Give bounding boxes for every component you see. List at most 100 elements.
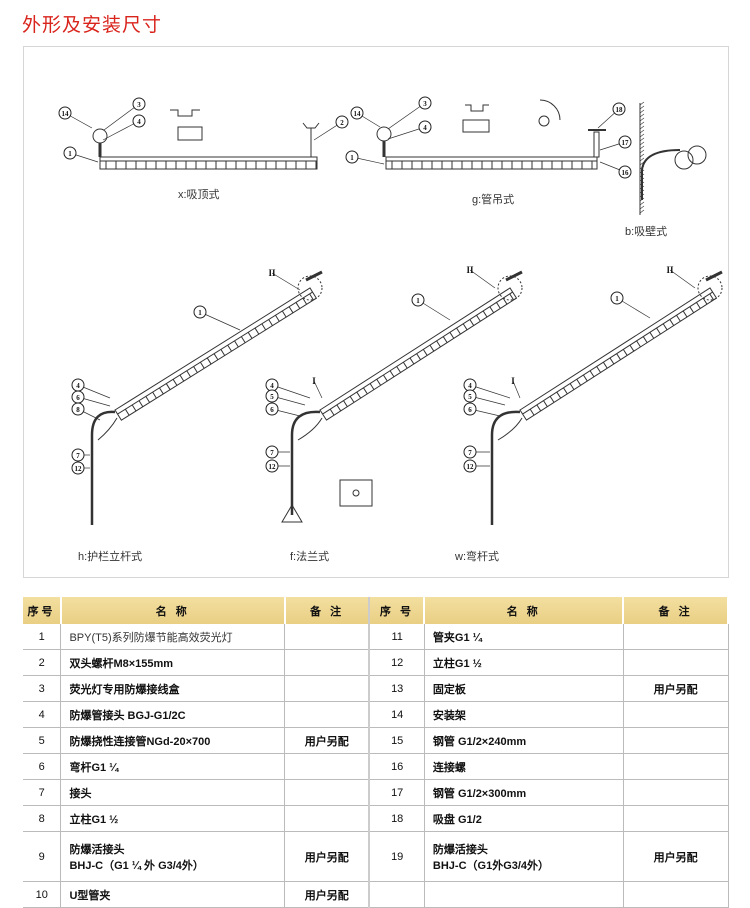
- note-cell: 用户另配: [284, 831, 371, 882]
- seq-cell: [369, 881, 425, 908]
- wall-hatch: [639, 145, 645, 150]
- leader-line: [512, 380, 521, 399]
- lamp-rib: [343, 400, 348, 407]
- note-cell: [623, 727, 729, 754]
- callout-circle: [63, 146, 77, 160]
- lamp-rib: [589, 370, 595, 378]
- lamp-rib: [462, 323, 468, 331]
- lamp-rib: [288, 306, 294, 314]
- line: [117, 291, 313, 415]
- lamp-rib: [356, 391, 362, 399]
- callout-I: I: [511, 376, 515, 386]
- note-cell: [623, 779, 729, 806]
- drawing-frame: [23, 46, 729, 578]
- lamp-rib: [281, 310, 287, 318]
- lamp-rib: [689, 306, 695, 314]
- lamp-rib: [676, 314, 681, 322]
- seq-cell: 15: [369, 727, 425, 754]
- lamp-rib: [363, 387, 368, 395]
- callout-II: II: [666, 265, 674, 275]
- lamp-rib: [254, 327, 260, 335]
- seq-cell: 3: [23, 675, 62, 702]
- name-cell: 固定板: [424, 675, 624, 702]
- lamp-rib: [261, 323, 267, 331]
- lamp-rib: [636, 340, 641, 348]
- lamp-rib: [682, 310, 688, 318]
- lamp-rib: [124, 408, 130, 416]
- wall-hatch: [639, 113, 645, 118]
- lamp-rib: [206, 357, 212, 365]
- pipe-end: [705, 270, 723, 282]
- note-cell: [623, 701, 729, 728]
- note-cell: 用户另配: [284, 881, 371, 908]
- lamp-rib: [199, 361, 205, 369]
- callout-3: 3: [137, 101, 141, 109]
- callout-12: 12: [467, 463, 475, 471]
- seq-cell: 1: [23, 624, 62, 650]
- caption-h: h:护栏立杆式: [78, 551, 143, 563]
- header-note-2: 备 注: [623, 597, 729, 624]
- header-name: 名 称: [60, 597, 286, 624]
- lamp-rib: [295, 302, 301, 309]
- callout-circle: [463, 402, 477, 416]
- seq-cell: 10: [23, 881, 62, 908]
- pipe-end: [305, 270, 323, 282]
- wall-hatch: [639, 121, 645, 126]
- lamp-w: [519, 287, 718, 421]
- lamp-rib: [275, 314, 280, 322]
- wall-hatch: [639, 209, 645, 214]
- lamp-rib: [709, 293, 715, 301]
- flange-hole: [352, 489, 360, 497]
- callout-3: 3: [423, 100, 427, 108]
- callout-6: 6: [270, 406, 274, 414]
- callout-I: I: [312, 376, 316, 386]
- callout-7: 7: [76, 452, 80, 460]
- callout-14: 14: [354, 110, 362, 118]
- lamp-rib: [702, 297, 708, 305]
- name-cell: 立柱G1 ½: [424, 649, 624, 676]
- callout-circle: [350, 106, 364, 120]
- lamp-rib: [629, 344, 635, 352]
- lamp-rib: [596, 366, 602, 373]
- lamp-rib: [382, 374, 388, 382]
- name-cell: 管夹G1 ¼: [424, 624, 624, 650]
- seq-cell: 8: [23, 805, 62, 832]
- mount-bracket: [302, 122, 320, 157]
- wall-hatch: [639, 205, 645, 210]
- callout-circle: [411, 293, 425, 307]
- callout-17: 17: [622, 139, 630, 147]
- seq-cell: 13: [369, 675, 425, 702]
- wall-hatch: [639, 153, 645, 158]
- seq-cell: 14: [369, 701, 425, 728]
- leader-line: [199, 311, 241, 331]
- lamp-rib: [642, 336, 648, 343]
- lamp-rib: [193, 366, 198, 373]
- callout-12: 12: [269, 463, 277, 471]
- note-cell: 用户另配: [623, 675, 729, 702]
- lamp-rib: [376, 378, 382, 386]
- name-cell: 弯杆G1 ¼: [60, 753, 286, 780]
- flex-conduit: [97, 417, 118, 441]
- lamp-rib: [329, 408, 335, 416]
- leader-line: [102, 120, 140, 141]
- junction-box: [92, 128, 108, 144]
- caption-x: x:吸顶式: [178, 189, 220, 201]
- seq-cell: 9: [23, 831, 62, 882]
- callout-5: 5: [270, 393, 274, 401]
- callout-II: II: [466, 265, 474, 275]
- wall-hatch: [639, 105, 645, 110]
- callout-4: 4: [423, 124, 427, 132]
- note-cell: [284, 624, 371, 650]
- callout-6: 6: [468, 406, 472, 414]
- callout-circle: [418, 96, 432, 110]
- header-seq-2: 序 号: [369, 597, 426, 624]
- callout-circle: [58, 106, 72, 120]
- name-cell: BPY(T5)系列防爆节能高效荧光灯: [60, 624, 286, 650]
- detail-arc: [539, 99, 561, 121]
- lamp-rib: [145, 396, 151, 403]
- callout-circle: [132, 114, 146, 128]
- wall-hatch: [639, 137, 645, 142]
- pole: [290, 410, 321, 515]
